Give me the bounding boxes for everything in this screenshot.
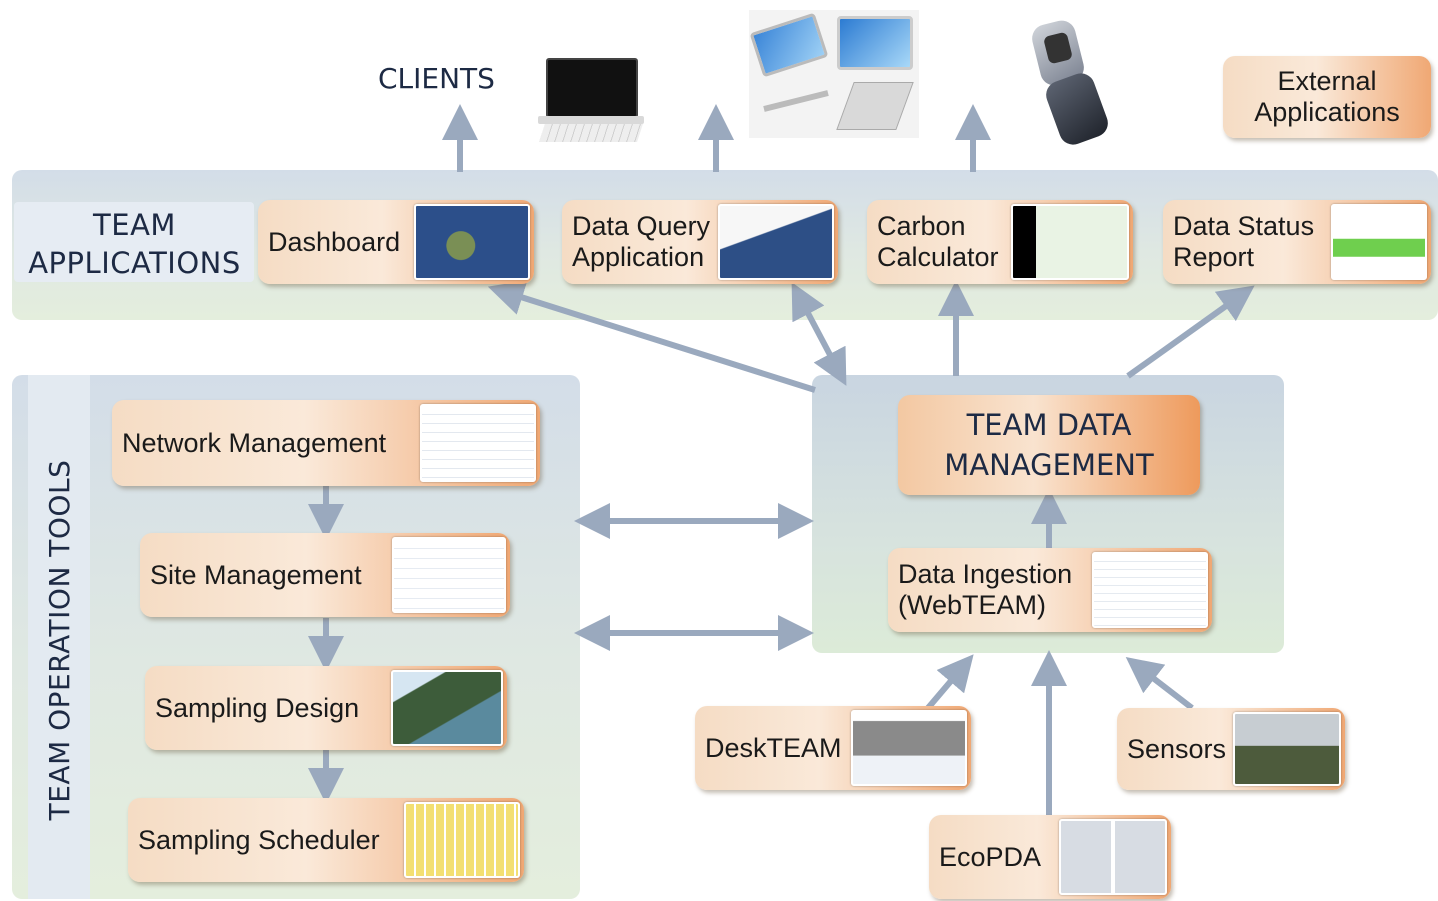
webteam-screenshot-thumbnail	[1092, 551, 1208, 629]
sampling-design-screenshot-thumbnail	[391, 669, 503, 747]
input-ecopda-label: EcoPDA	[939, 841, 1042, 872]
arrow-to-status	[1126, 285, 1255, 379]
data-ingestion-label: Data Ingestion (WebTEAM)	[898, 559, 1073, 620]
deskteam-screenshot-thumbnail	[851, 709, 967, 787]
tool-sampling-design[interactable]: Sampling Design	[145, 666, 507, 750]
app-data-query-label: Data Query Application	[572, 211, 711, 272]
sampling-scheduler-screenshot-thumbnail	[404, 801, 520, 879]
app-dashboard[interactable]: Dashboard	[258, 200, 534, 284]
input-sensors[interactable]: Sensors	[1117, 708, 1345, 790]
tool-site-management-label: Site Management	[150, 559, 362, 590]
tool-sampling-design-label: Sampling Design	[155, 692, 360, 723]
app-carbon-calculator[interactable]: Carbon Calculator	[867, 200, 1133, 284]
data-ingestion-box[interactable]: Data Ingestion (WebTEAM)	[888, 548, 1212, 632]
input-deskteam-label: DeskTEAM	[705, 732, 842, 763]
status-report-screenshot-thumbnail	[1331, 203, 1427, 281]
dashboard-screenshot-thumbnail	[414, 203, 530, 281]
tool-network-management-label: Network Management	[122, 427, 387, 458]
clients-label: CLIENTS	[378, 62, 495, 95]
team-data-management-box[interactable]: TEAM DATA MANAGEMENT	[898, 395, 1200, 495]
team-operation-tools-title-strip	[28, 375, 90, 899]
laptop-icon	[538, 56, 644, 148]
team-data-management-title: TEAM DATA MANAGEMENT	[944, 408, 1154, 482]
team-applications-title-box	[14, 202, 254, 282]
app-data-status-report-label: Data Status Report	[1173, 211, 1315, 272]
app-data-query[interactable]: Data Query Application	[562, 200, 838, 284]
arrow-to-dashboard	[487, 280, 816, 393]
tablet-devices-icon	[749, 10, 919, 138]
sensors-photo-thumbnail	[1233, 711, 1341, 787]
external-applications-box[interactable]: External Applications	[1223, 56, 1431, 138]
ecopda-device-thumbnail	[1059, 818, 1167, 896]
team-applications-title: TEAM APPLICATIONS	[28, 208, 241, 280]
arrow-sensors	[1125, 657, 1194, 711]
input-sensors-label: Sensors	[1127, 733, 1227, 764]
data-query-screenshot-thumbnail	[718, 203, 834, 281]
app-data-status-report[interactable]: Data Status Report	[1163, 200, 1431, 284]
site-management-screenshot-thumbnail	[392, 536, 506, 614]
input-deskteam[interactable]: DeskTEAM	[695, 706, 971, 790]
arrow-deskteam	[925, 654, 974, 710]
carbon-calculator-screenshot-thumbnail	[1011, 203, 1129, 281]
external-applications-label: External Applications	[1254, 66, 1400, 127]
tool-network-management[interactable]: Network Management	[112, 400, 540, 486]
app-dashboard-label: Dashboard	[268, 226, 401, 257]
input-ecopda[interactable]: EcoPDA	[929, 815, 1171, 899]
flip-phone-icon	[1028, 17, 1118, 149]
tool-sampling-scheduler-label: Sampling Scheduler	[138, 824, 380, 855]
app-carbon-calculator-label: Carbon Calculator	[877, 211, 999, 272]
arrow-data-query	[791, 282, 847, 386]
tool-site-management[interactable]: Site Management	[140, 533, 510, 617]
tool-sampling-scheduler[interactable]: Sampling Scheduler	[128, 798, 524, 882]
network-management-screenshot-thumbnail	[420, 404, 536, 482]
